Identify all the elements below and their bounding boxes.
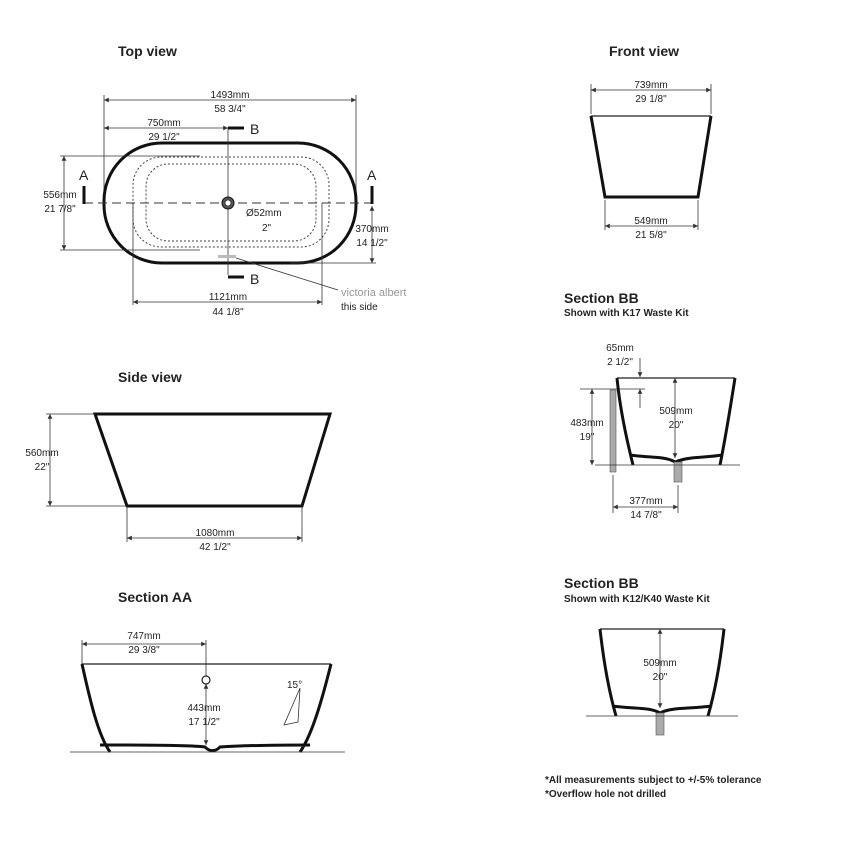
inner-basin-outline	[132, 156, 330, 248]
section-aa-outline	[80, 663, 333, 753]
dim-half-in: 14 1/2"	[356, 238, 388, 249]
section-aa: Section AA 747mm 29 3/8" 443mm 17 1/2" 1…	[70, 589, 345, 753]
side-view: Side view 560mm 22" 1080mm 42 1/2"	[25, 369, 333, 553]
dim-depth-in: 20"	[653, 672, 668, 683]
dim-waste-in: 29 1/2"	[148, 132, 180, 143]
dim-dist-mm: 377mm	[629, 496, 662, 507]
dim-base-mm: 1121mm	[209, 292, 247, 303]
dim-base-in: 21 5/8"	[635, 230, 667, 241]
waste-dia-mm: Ø52mm	[246, 208, 282, 219]
dim-depth-in: 20"	[669, 420, 684, 431]
front-view-title: Front view	[609, 43, 679, 59]
section-b-label-bottom: B	[250, 271, 259, 287]
waste-pipe	[655, 712, 665, 736]
dim-base-in: 44 1/8"	[212, 307, 244, 318]
dim-top-mm: 739mm	[634, 80, 667, 91]
section-b-label-top: B	[250, 121, 259, 137]
dim-depth-mm: 509mm	[643, 658, 676, 669]
dim-width-mm: 556mm	[43, 190, 76, 201]
dim-dist-in: 14 7/8"	[630, 510, 662, 521]
dim-half-mm: 370mm	[355, 224, 388, 235]
waste-pipe	[673, 461, 683, 483]
dim-offset-mm: 65mm	[606, 343, 634, 354]
dim-depth-mm: 509mm	[659, 406, 692, 417]
side-outline	[92, 412, 333, 508]
section-bb-k12-title: Section BB	[564, 575, 639, 591]
angle-label: 15°	[287, 680, 302, 691]
note-tolerance: *All measurements subject to +/-5% toler…	[545, 775, 762, 786]
section-bb-k12-subtitle: Shown with K12/K40 Waste Kit	[564, 594, 710, 605]
logo-mark	[218, 255, 236, 258]
dim-length-mm: 1493mm	[211, 90, 250, 101]
section-bb-k12: Section BB Shown with K12/K40 Waste Kit …	[564, 575, 738, 736]
overflow-icon	[201, 675, 211, 685]
waste-dia-in: 2"	[262, 223, 272, 234]
dim-waste-mm: 750mm	[147, 118, 180, 129]
front-outline	[589, 115, 713, 199]
dim-pipe-mm: 483mm	[570, 418, 603, 429]
dim-depth-mm: 443mm	[187, 703, 220, 714]
dim-base-mm: 1080mm	[196, 528, 235, 539]
dim-pipe-in: 19"	[580, 432, 595, 443]
brand-logo: victoria albert	[341, 287, 406, 299]
section-bb-k17-subtitle: Shown with K17 Waste Kit	[564, 308, 689, 319]
dim-length-in: 58 3/4"	[214, 104, 246, 115]
dim-height-mm: 560mm	[25, 448, 58, 459]
standpipe	[609, 389, 617, 473]
section-bb-k17-title: Section BB	[564, 290, 639, 306]
section-aa-title: Section AA	[118, 589, 192, 605]
dim-base-in: 42 1/2"	[199, 542, 231, 553]
dim-top-in: 29 1/8"	[635, 94, 667, 105]
section-a-label-right: A	[367, 167, 377, 183]
logo-note: this side	[341, 302, 378, 313]
section-a-label-left: A	[79, 167, 89, 183]
dim-overflow-in: 29 3/8"	[128, 645, 160, 656]
dim-base-mm: 549mm	[634, 216, 667, 227]
angle-indicator	[283, 687, 301, 726]
section-bb-k17: Section BB Shown with K17 Waste Kit 65mm…	[564, 290, 740, 521]
front-view: Front view 739mm 29 1/8" 549mm 21 5/8"	[589, 43, 713, 241]
side-view-title: Side view	[118, 369, 182, 385]
dim-overflow-mm: 747mm	[127, 631, 160, 642]
dim-height-in: 22"	[35, 462, 50, 473]
top-view: Top view 1493mm 58 3/4" 750mm 29 1/2" B …	[43, 43, 406, 318]
dim-depth-in: 17 1/2"	[188, 717, 220, 728]
top-view-title: Top view	[118, 43, 177, 59]
note-overflow: *Overflow hole not drilled	[545, 789, 666, 800]
dim-width-in: 21 7/8"	[44, 204, 76, 215]
dim-offset-in: 2 1/2"	[607, 357, 633, 368]
